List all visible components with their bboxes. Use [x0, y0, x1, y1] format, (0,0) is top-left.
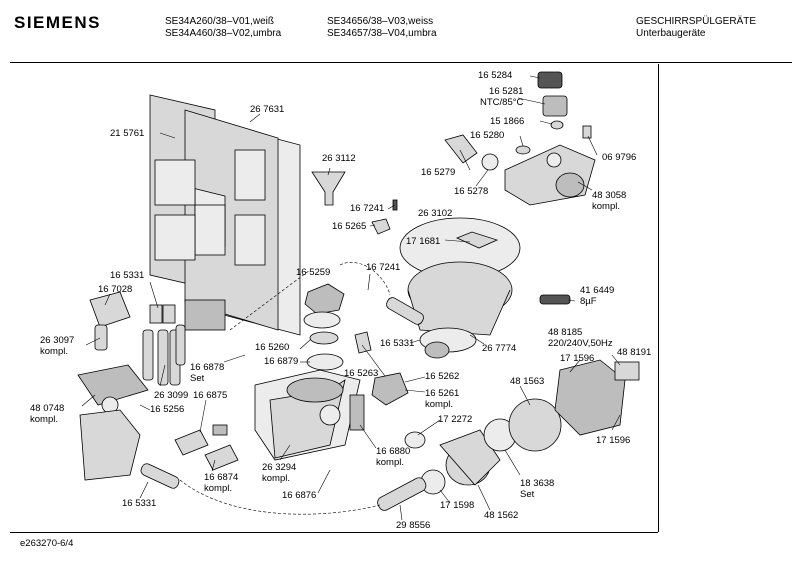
sump-hose: [386, 297, 424, 325]
callout-263102: 26 3102: [418, 208, 453, 219]
model-list-1: SE34A260/38–V01,weiß SE34A460/38–V02,umb…: [165, 16, 281, 40]
footer-divider: [10, 532, 658, 533]
sump-assembly: [399, 217, 521, 359]
callout-167241a: 16 7241: [350, 203, 385, 214]
callout-167241b: 16 7241: [366, 262, 401, 273]
funnel-part: [311, 171, 346, 206]
heater-housing: [254, 369, 361, 461]
callout-171596a: 17 1596: [560, 353, 595, 364]
valve-assembly: [77, 291, 149, 481]
callout-165260: 16 5260: [255, 342, 290, 353]
callout-166879: 16 6879: [264, 356, 299, 367]
model-line: SE34A460/38–V02,umbra: [165, 28, 282, 39]
category-line: GESCHIRRSPÜLGERÄTE: [636, 16, 757, 27]
pressure-switch: [371, 372, 409, 406]
callout-069796: 06 9796: [602, 152, 637, 163]
callout-298556: 29 8556: [396, 520, 431, 531]
callout-165284: 16 5284: [478, 70, 513, 81]
siemens-logo: SIEMENS: [14, 13, 102, 32]
model-line: SE34657/38–V04,umbra: [327, 28, 437, 39]
drawing-id: e263270-6/4: [20, 538, 74, 549]
appliance-category: GESCHIRRSPÜLGERÄTE Unterbaugeräte: [636, 16, 756, 40]
callout-165262: 16 5262: [425, 371, 460, 382]
callout-263099: 26 3099: [154, 390, 189, 401]
callout-481562: 48 1562: [484, 510, 519, 521]
callout-171598: 17 1598: [440, 500, 475, 511]
callout-165263: 16 5263: [344, 368, 379, 379]
sensor-assembly: [444, 71, 596, 206]
callout-488191: 48 8191: [617, 347, 652, 358]
callout-151866: 15 1866: [490, 116, 525, 127]
container-assembly: [149, 94, 301, 336]
header-divider: [10, 62, 792, 63]
callout-171596b: 17 1596: [596, 435, 631, 446]
callout-165279: 16 5279: [421, 167, 456, 178]
callout-481563: 48 1563: [510, 376, 545, 387]
drain-hose: [140, 463, 446, 511]
category-line: Unterbaugeräte: [636, 28, 706, 39]
callout-166876: 16 6876: [282, 490, 317, 501]
callout-267631: 26 7631: [250, 104, 285, 115]
model-line: SE34656/38–V03,weiss: [327, 16, 434, 27]
callout-165256: 16 5256: [150, 404, 185, 415]
model-list-2: SE34656/38–V03,weiss SE34657/38–V04,umbr…: [327, 16, 437, 40]
callout-166875: 16 6875: [193, 390, 228, 401]
hose-assembly: [142, 304, 186, 386]
callout-165280: 16 5280: [470, 130, 505, 141]
column-divider: [658, 64, 659, 532]
dashed-route: [339, 262, 391, 296]
callout-165331c: 16 5331: [122, 498, 157, 509]
cover-rings: [303, 283, 345, 371]
callout-215761: 21 5761: [110, 128, 145, 139]
bracket-part: [354, 331, 372, 354]
level-sensor: [349, 394, 365, 431]
callout-267774: 26 7774: [482, 343, 517, 354]
callout-165265: 16 5265: [332, 221, 367, 232]
leader-lines: [81, 75, 621, 521]
callout-165331a: 16 5331: [110, 270, 145, 281]
callout-167028: 16 7028: [98, 284, 133, 295]
clip-part: [371, 218, 391, 235]
dashed-route: [229, 269, 311, 331]
model-line: SE34A260/38–V01,weiß: [165, 16, 274, 27]
callout-165331b: 16 5331: [380, 338, 415, 349]
callout-171681: 17 1681: [406, 236, 441, 247]
pump-assembly: [404, 294, 640, 486]
callout-165259: 16 5259: [296, 267, 331, 278]
callout-172272: 17 2272: [438, 414, 473, 425]
callout-165278: 16 5278: [454, 186, 489, 197]
callout-263112: 26 3112: [322, 153, 356, 164]
flow-sensor-parts: [174, 424, 239, 471]
